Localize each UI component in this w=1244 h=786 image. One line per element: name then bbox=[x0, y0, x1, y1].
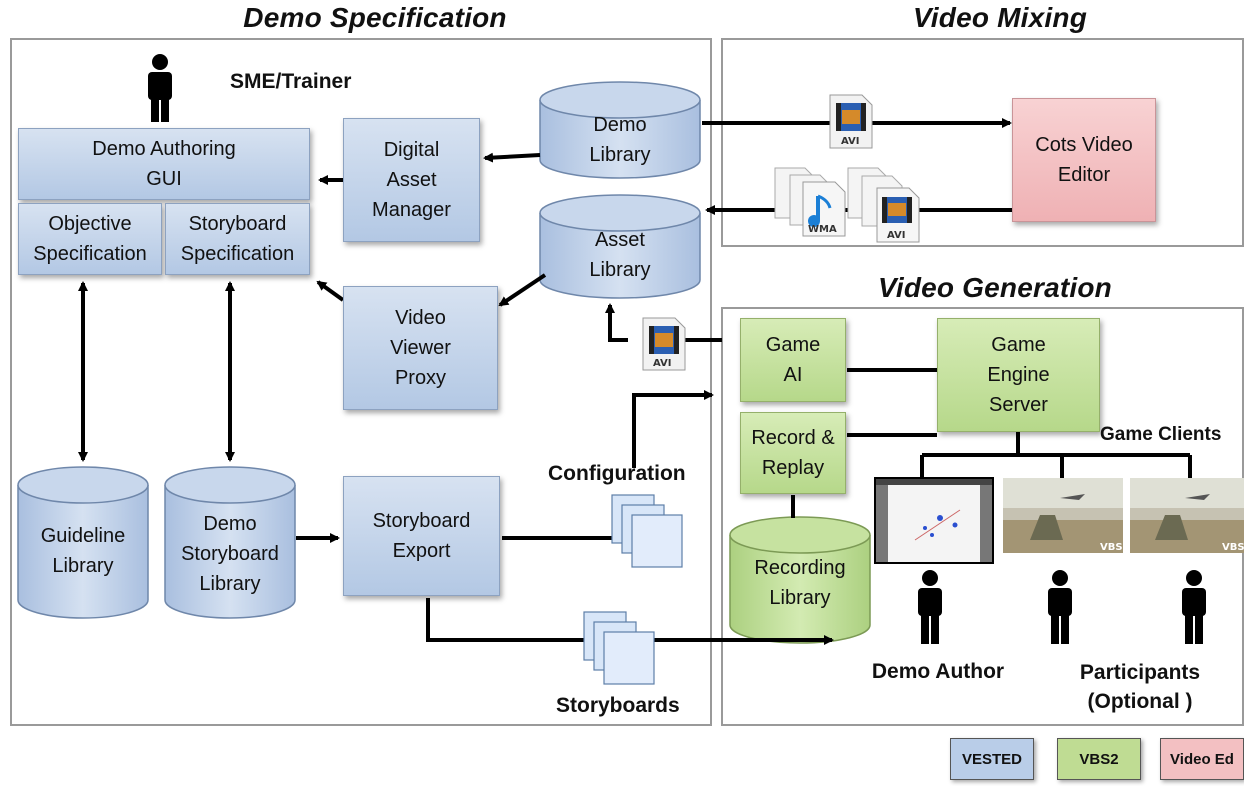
person-icon bbox=[1048, 570, 1072, 644]
person-icon bbox=[918, 570, 942, 644]
game-client-screenshot-participant-2: VBS2 bbox=[1130, 478, 1244, 553]
demo-authoring-gui: Demo Authoring GUI bbox=[18, 128, 310, 200]
recording-library-database-icon bbox=[729, 516, 871, 644]
demo-library-database-icon bbox=[539, 81, 701, 179]
video-viewer-proxy: Video Viewer Proxy bbox=[343, 286, 498, 410]
storyboard-export: Storyboard Export bbox=[343, 476, 500, 596]
game-clients-label: Game Clients bbox=[1100, 424, 1222, 445]
document-stack-icon bbox=[611, 494, 683, 568]
person-icon bbox=[1182, 570, 1206, 644]
guideline-library-database-icon bbox=[17, 466, 149, 619]
asset-library-label: Asset Library bbox=[589, 229, 651, 281]
game-ai: Game AI bbox=[740, 318, 846, 402]
demo-storyboard-library-database-icon bbox=[164, 466, 296, 619]
video-file-icon: AVI bbox=[847, 167, 920, 243]
video-generation-title: Video Generation bbox=[878, 272, 1112, 303]
demo-library-label: Demo Library bbox=[589, 114, 651, 166]
video-file-icon: AVI bbox=[642, 317, 686, 371]
svg-text:VBS2: VBS2 bbox=[1222, 542, 1244, 553]
recording-library-label: Recording Library bbox=[754, 557, 846, 609]
storyboard-specification: Storyboard Specification bbox=[165, 203, 310, 275]
svg-text:AVI: AVI bbox=[653, 358, 672, 369]
legend-vested: VESTED bbox=[950, 738, 1034, 780]
guideline-library-label: Guideline Library bbox=[40, 525, 126, 577]
legend-vbs2: VBS2 bbox=[1057, 738, 1141, 780]
game-client-screenshot-demo-author bbox=[874, 477, 994, 564]
sme-trainer-label: SME/Trainer bbox=[230, 70, 352, 93]
configuration-label: Configuration bbox=[548, 462, 686, 485]
svg-text:VBS2: VBS2 bbox=[1100, 542, 1130, 553]
game-engine-server: Game Engine Server bbox=[937, 318, 1100, 432]
asset-library-database-icon bbox=[539, 194, 701, 299]
demo-specification-title: Demo Specification bbox=[243, 2, 507, 33]
document-stack-icon bbox=[583, 611, 655, 685]
cots-video-editor: Cots Video Editor bbox=[1012, 98, 1156, 222]
storyboards-label: Storyboards bbox=[556, 694, 680, 717]
demo-storyboard-library-label: Demo Storyboard Library bbox=[181, 513, 279, 595]
digital-asset-manager: Digital Asset Manager bbox=[343, 118, 480, 242]
svg-text:WMA: WMA bbox=[808, 224, 837, 235]
person-icon bbox=[148, 54, 172, 122]
game-client-screenshot-participant-1: VBS2 bbox=[1003, 478, 1130, 553]
video-mixing-title: Video Mixing bbox=[912, 2, 1088, 33]
objective-specification: Objective Specification bbox=[18, 203, 162, 275]
participants-label: Participants (Optional ) bbox=[1079, 661, 1201, 713]
svg-text:AVI: AVI bbox=[841, 136, 860, 147]
record-replay: Record & Replay bbox=[740, 412, 846, 494]
svg-text:AVI: AVI bbox=[887, 230, 906, 241]
demo-author-label: Demo Author bbox=[871, 660, 1005, 683]
legend-video-ed: Video Ed bbox=[1160, 738, 1244, 780]
audio-file-icon: WMA bbox=[774, 167, 846, 237]
video-file-icon: AVI bbox=[829, 94, 873, 149]
